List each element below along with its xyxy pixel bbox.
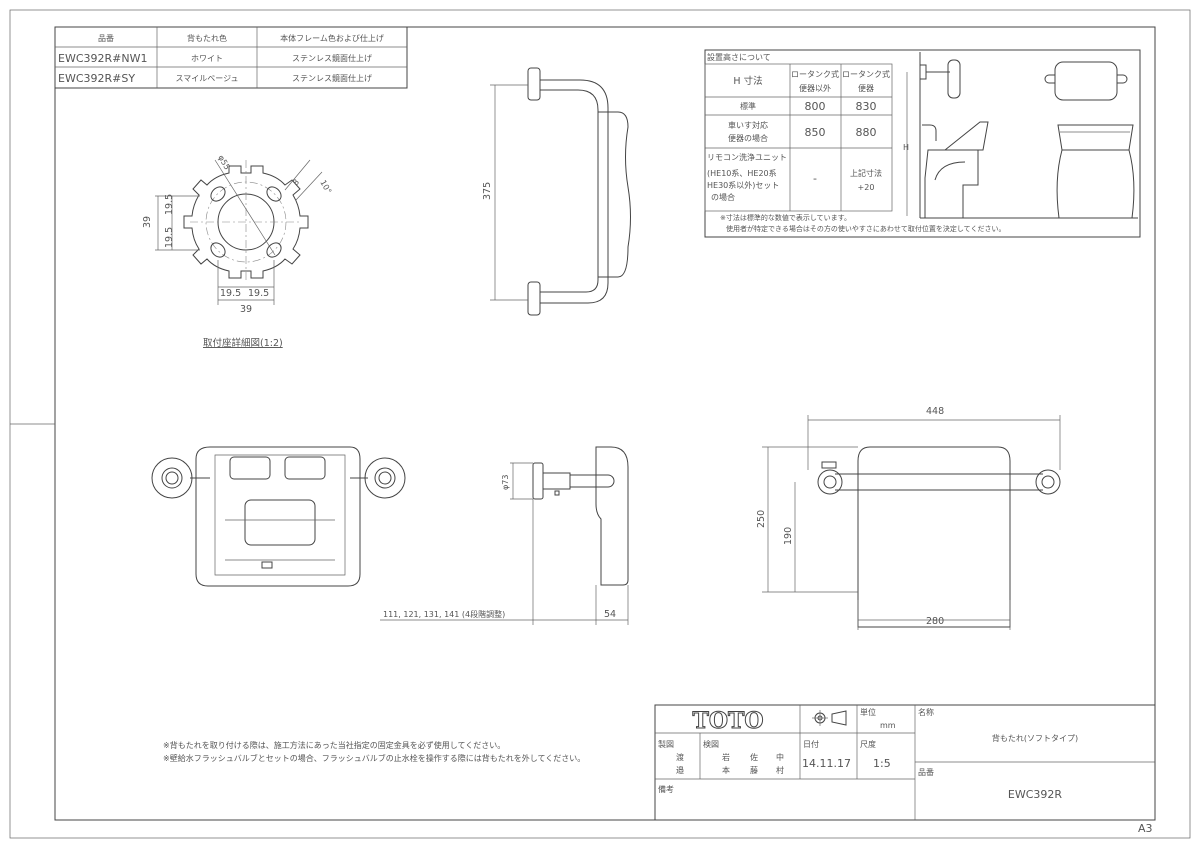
header-part-number: 品番	[98, 33, 114, 43]
h-header: H 寸法	[733, 75, 762, 87]
drawn-name-2: 邉	[676, 765, 684, 775]
outer-border	[9, 9, 1191, 839]
dim-39-vertical: 39	[142, 216, 153, 228]
install-title: 設置高さについて	[707, 52, 771, 62]
dim-54: 54	[604, 609, 616, 620]
header-back-color: 背もたれ色	[187, 33, 227, 43]
checker-2b: 藤	[750, 765, 758, 775]
mounting-base-detail: 39 19.5 19.5 19.5 19.5 39 φ55 8 10° 取付座詳…	[142, 154, 333, 350]
dim-19-5-left: 19.5	[220, 288, 241, 299]
header-frame-finish: 本体フレーム色および仕上げ	[280, 33, 384, 43]
part-label: 品番	[918, 767, 934, 777]
row-remote-label-c: HE30系以外)セット	[707, 180, 779, 190]
col2-header-b: 便器	[858, 83, 874, 93]
third-angle-projection-icon	[812, 710, 847, 726]
dim-19-5-lower: 19.5	[164, 227, 175, 248]
row-standard-a: 800	[805, 100, 826, 113]
detail-title: 取付座詳細図(1:2)	[203, 337, 283, 349]
row-remote-a: -	[813, 172, 817, 185]
scale-label: 尺度	[860, 739, 876, 749]
row-remote-label-a: リモコン洗浄ユニット	[707, 152, 787, 162]
checker-2a: 佐	[750, 752, 758, 762]
install-note-2: 使用者が特定できる場合はその方の使いやすさにあわせて取付位置を決定してください。	[726, 224, 1005, 233]
col1-header-a: ロータンク式	[791, 69, 839, 79]
row-wheelchair-b: 880	[856, 126, 877, 139]
drawn-label: 製図	[658, 739, 674, 749]
part-number: EWC392R	[1008, 788, 1063, 801]
checker-3b: 村	[776, 765, 784, 775]
dim-280: 280	[926, 616, 944, 627]
model-table: 品番 背もたれ色 本体フレーム色および仕上げ EWC392R#NW1 ホワイト …	[54, 26, 408, 89]
row-remote-b-b: +20	[858, 183, 875, 192]
dim-10-deg: 10°	[318, 179, 333, 196]
row-standard-label: 標準	[740, 101, 756, 111]
dim-19-5-right: 19.5	[248, 288, 269, 299]
dim-375: 375	[482, 182, 493, 200]
note-2: ※壁給水フラッシュバルブとセットの場合、フラッシュバルブの止水栓を操作する際には…	[163, 753, 585, 763]
side-view-lower: φ73 111, 121, 131, 141 (4段階調整) 54	[380, 446, 629, 625]
front-view: 448 250 190 280	[756, 406, 1061, 630]
toilet-illustration: H	[903, 52, 1138, 219]
side-view-upper: 375	[482, 67, 631, 316]
dim-19-5-upper: 19.5	[164, 194, 175, 215]
dim-448: 448	[926, 406, 944, 417]
install-note-1: ※寸法は標準的な数値で表示しています。	[720, 213, 851, 222]
checker-1b: 本	[722, 765, 730, 775]
col1-header-b: 便器以外	[799, 83, 831, 93]
sheet-size: A3	[1138, 822, 1153, 835]
dim-8: 8	[291, 177, 301, 187]
inner-frame	[54, 26, 1156, 821]
row-standard-b: 830	[856, 100, 877, 113]
row-remote-b-a: 上記寸法	[850, 168, 882, 178]
row2-finish: ステンレス鏡面仕上げ	[292, 73, 372, 83]
checker-3a: 中	[776, 752, 784, 762]
checker-1a: 岩	[722, 752, 730, 762]
checked-label: 検図	[703, 739, 719, 749]
h-dimension-label: H	[903, 143, 909, 152]
install-height-table: 設置高さについて H 寸法 ロータンク式 便器以外 ロータンク式 便器 標準 8…	[704, 49, 1141, 238]
unit-value: mm	[880, 721, 896, 730]
date-label: 日付	[803, 739, 819, 749]
row-remote-label-b: (HE10系、HE20系	[707, 168, 777, 178]
note-1: ※背もたれを取り付ける際は、施工方法にあった当社指定の固定金具を必ず使用してくだ…	[163, 740, 505, 750]
dim-adjustment: 111, 121, 131, 141 (4段階調整)	[383, 609, 505, 619]
dim-190: 190	[783, 527, 794, 545]
remarks-label: 備考	[658, 784, 674, 794]
dim-phi73: φ73	[501, 475, 510, 490]
rear-view	[151, 446, 406, 587]
dim-39-horizontal: 39	[240, 304, 252, 315]
drawn-name-1: 渡	[676, 752, 684, 762]
dim-250: 250	[756, 510, 767, 528]
row1-color: ホワイト	[191, 54, 223, 63]
row2-part: EWC392R#SY	[58, 72, 135, 85]
row1-part: EWC392R#NW1	[58, 52, 147, 65]
name-label: 名称	[918, 707, 934, 717]
title-block: TOTO 単位 mm 名称 背もたれ(ソフトタイプ) 製図 渡 邉 検図 岩 本…	[654, 704, 1156, 821]
row-wheelchair-label-b: 便器の場合	[728, 133, 768, 143]
product-name: 背もたれ(ソフトタイプ)	[992, 733, 1078, 743]
toto-logo: TOTO	[692, 708, 763, 734]
row1-finish: ステンレス鏡面仕上げ	[292, 53, 372, 63]
row-wheelchair-label-a: 車いす対応	[728, 120, 768, 130]
date-value: 14.11.17	[802, 757, 851, 770]
col2-header-a: ロータンク式	[842, 69, 890, 79]
row-remote-label-d: の場合	[711, 192, 735, 202]
unit-label: 単位	[860, 707, 876, 717]
scale-value: 1:5	[873, 757, 891, 770]
row-wheelchair-a: 850	[805, 126, 826, 139]
row2-color: スマイルベージュ	[175, 74, 238, 83]
